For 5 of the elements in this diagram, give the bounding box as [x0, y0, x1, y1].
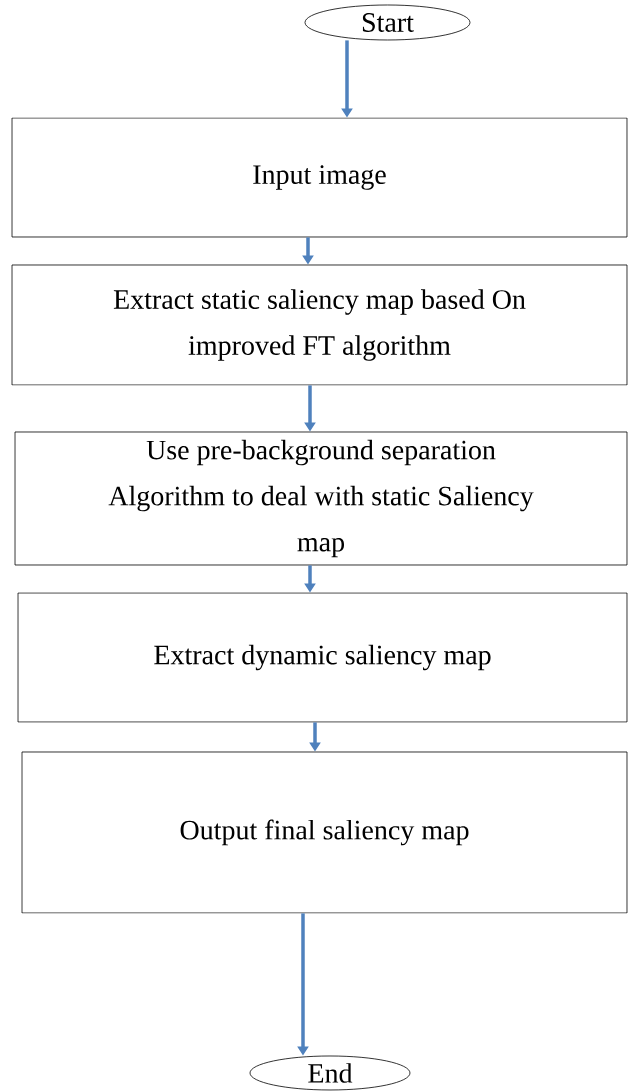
process-box: Extract static saliency map based On improved FT algorithm: [11, 264, 628, 386]
process-box: Input image: [11, 117, 628, 238]
process-box: Extract dynamic saliency map: [17, 592, 628, 723]
process-box: Output final saliency map: [21, 751, 628, 914]
process-box: Use pre-background separation Algorithm to deal with static Saliency map: [14, 431, 628, 566]
